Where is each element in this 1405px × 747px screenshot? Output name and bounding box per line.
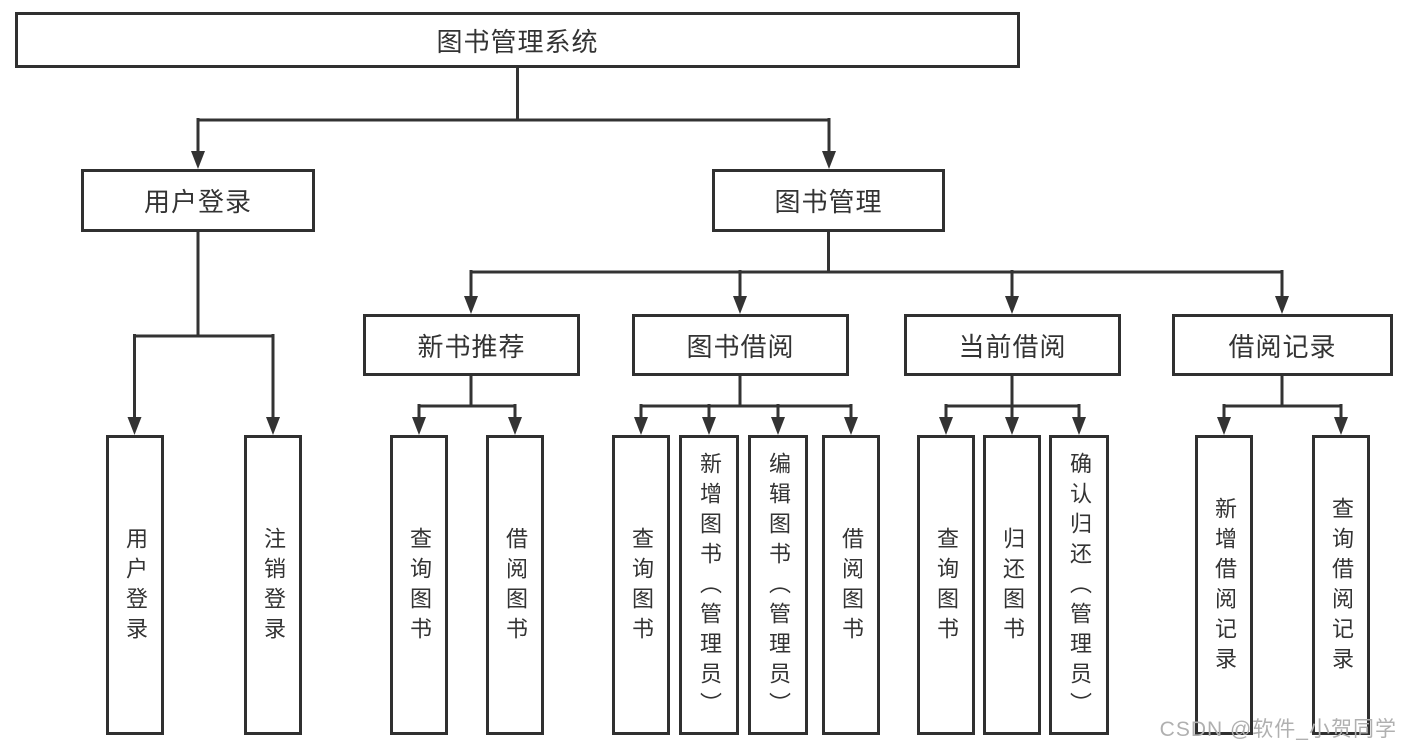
arrowhead-icon bbox=[508, 417, 522, 435]
leaf-edit-books-admin: 编辑图书（管理员） bbox=[748, 435, 808, 735]
csdn-watermark: CSDN @软件_小贺同学 bbox=[1159, 718, 1397, 741]
node-current-borrow: 当前借阅 bbox=[904, 314, 1121, 376]
leaf-query-borrow-record: 查询借阅记录 bbox=[1312, 435, 1370, 735]
arrowhead-icon bbox=[1275, 296, 1289, 314]
leaf-query-books-3: 查询图书 bbox=[917, 435, 975, 735]
arrowhead-icon bbox=[1334, 417, 1348, 435]
node-user-login: 用户登录 bbox=[81, 169, 315, 232]
connector-book-mgmt-to-level3 bbox=[464, 232, 1289, 314]
node-book-management: 图书管理 bbox=[712, 169, 945, 232]
arrowhead-icon bbox=[634, 417, 648, 435]
leaf-return-books: 归还图书 bbox=[983, 435, 1041, 735]
arrowhead-icon bbox=[844, 417, 858, 435]
leaf-logout: 注销登录 bbox=[244, 435, 302, 735]
arrowhead-icon bbox=[939, 417, 953, 435]
connector-borrow-record-children bbox=[1217, 376, 1348, 435]
arrowhead-icon bbox=[1005, 296, 1019, 314]
arrowhead-icon bbox=[412, 417, 426, 435]
node-book-borrow: 图书借阅 bbox=[632, 314, 849, 376]
leaf-add-books-admin: 新增图书（管理员） bbox=[679, 435, 739, 735]
arrowhead-icon bbox=[1217, 417, 1231, 435]
connector-user-login-children bbox=[127, 232, 280, 435]
leaf-user-login: 用户登录 bbox=[106, 435, 164, 735]
connector-new-book-children bbox=[412, 376, 522, 435]
node-new-book-recommend: 新书推荐 bbox=[363, 314, 580, 376]
leaf-add-borrow-record: 新增借阅记录 bbox=[1195, 435, 1253, 735]
connector-root-to-level2 bbox=[191, 68, 836, 169]
leaf-query-books-1: 查询图书 bbox=[390, 435, 448, 735]
arrowhead-icon bbox=[191, 151, 205, 169]
connector-current-borrow-children bbox=[939, 376, 1086, 435]
leaf-confirm-return-admin: 确认归还（管理员） bbox=[1049, 435, 1109, 735]
arrowhead-icon bbox=[1072, 417, 1086, 435]
arrowhead-icon bbox=[733, 296, 747, 314]
arrowhead-icon bbox=[1005, 417, 1019, 435]
arrowhead-icon bbox=[266, 417, 280, 435]
arrowhead-icon bbox=[702, 417, 716, 435]
leaf-borrow-books-2: 借阅图书 bbox=[822, 435, 880, 735]
arrowhead-icon bbox=[127, 417, 142, 435]
arrowhead-icon bbox=[771, 417, 785, 435]
connector-book-borrow-children bbox=[634, 376, 858, 435]
leaf-borrow-books-1: 借阅图书 bbox=[486, 435, 544, 735]
node-borrow-record: 借阅记录 bbox=[1172, 314, 1393, 376]
node-root-library-system: 图书管理系统 bbox=[15, 12, 1020, 68]
arrowhead-icon bbox=[822, 151, 836, 169]
arrowhead-icon bbox=[464, 296, 478, 314]
leaf-query-books-2: 查询图书 bbox=[612, 435, 670, 735]
